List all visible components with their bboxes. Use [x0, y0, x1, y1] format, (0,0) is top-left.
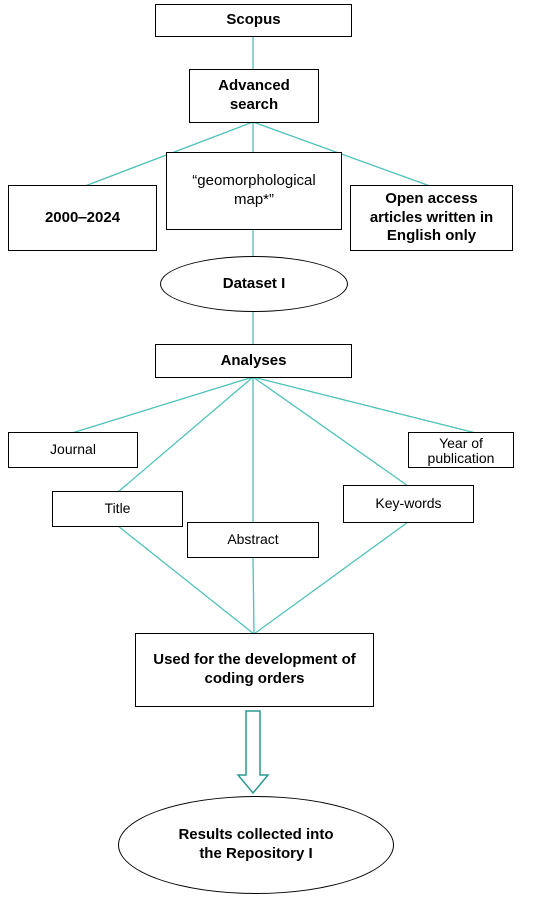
connector-analyses-journal [71, 376, 254, 434]
connector-analyses-year [252, 376, 477, 434]
connector-abstract-coding [252, 556, 255, 635]
abstract-box: Abstract [187, 522, 319, 558]
scopus-box: Scopus [155, 4, 352, 37]
title-box: Title [52, 491, 183, 527]
connector-keywords-coding [253, 521, 409, 635]
results-ellipse: Results collected into the Repository I [118, 796, 394, 894]
coding-orders-box: Used for the development of coding order… [135, 633, 374, 707]
connector-analyses-keywords [252, 376, 409, 487]
years-box: 2000‒2024 [8, 185, 157, 251]
connector-analyses-title [117, 376, 254, 493]
key-words-box: Key-words [343, 485, 474, 523]
year-of-publication-box: Year of publication [408, 432, 514, 468]
connector-title-coding [117, 525, 255, 635]
open-access-box: Open access articles written in English … [350, 185, 513, 251]
query-box: “geomorphological map*” [166, 152, 342, 230]
analyses-box: Analyses [155, 344, 352, 378]
dataset-ellipse: Dataset I [160, 256, 348, 312]
advanced-search-box: Advanced search [189, 69, 319, 123]
journal-box: Journal [8, 432, 138, 468]
